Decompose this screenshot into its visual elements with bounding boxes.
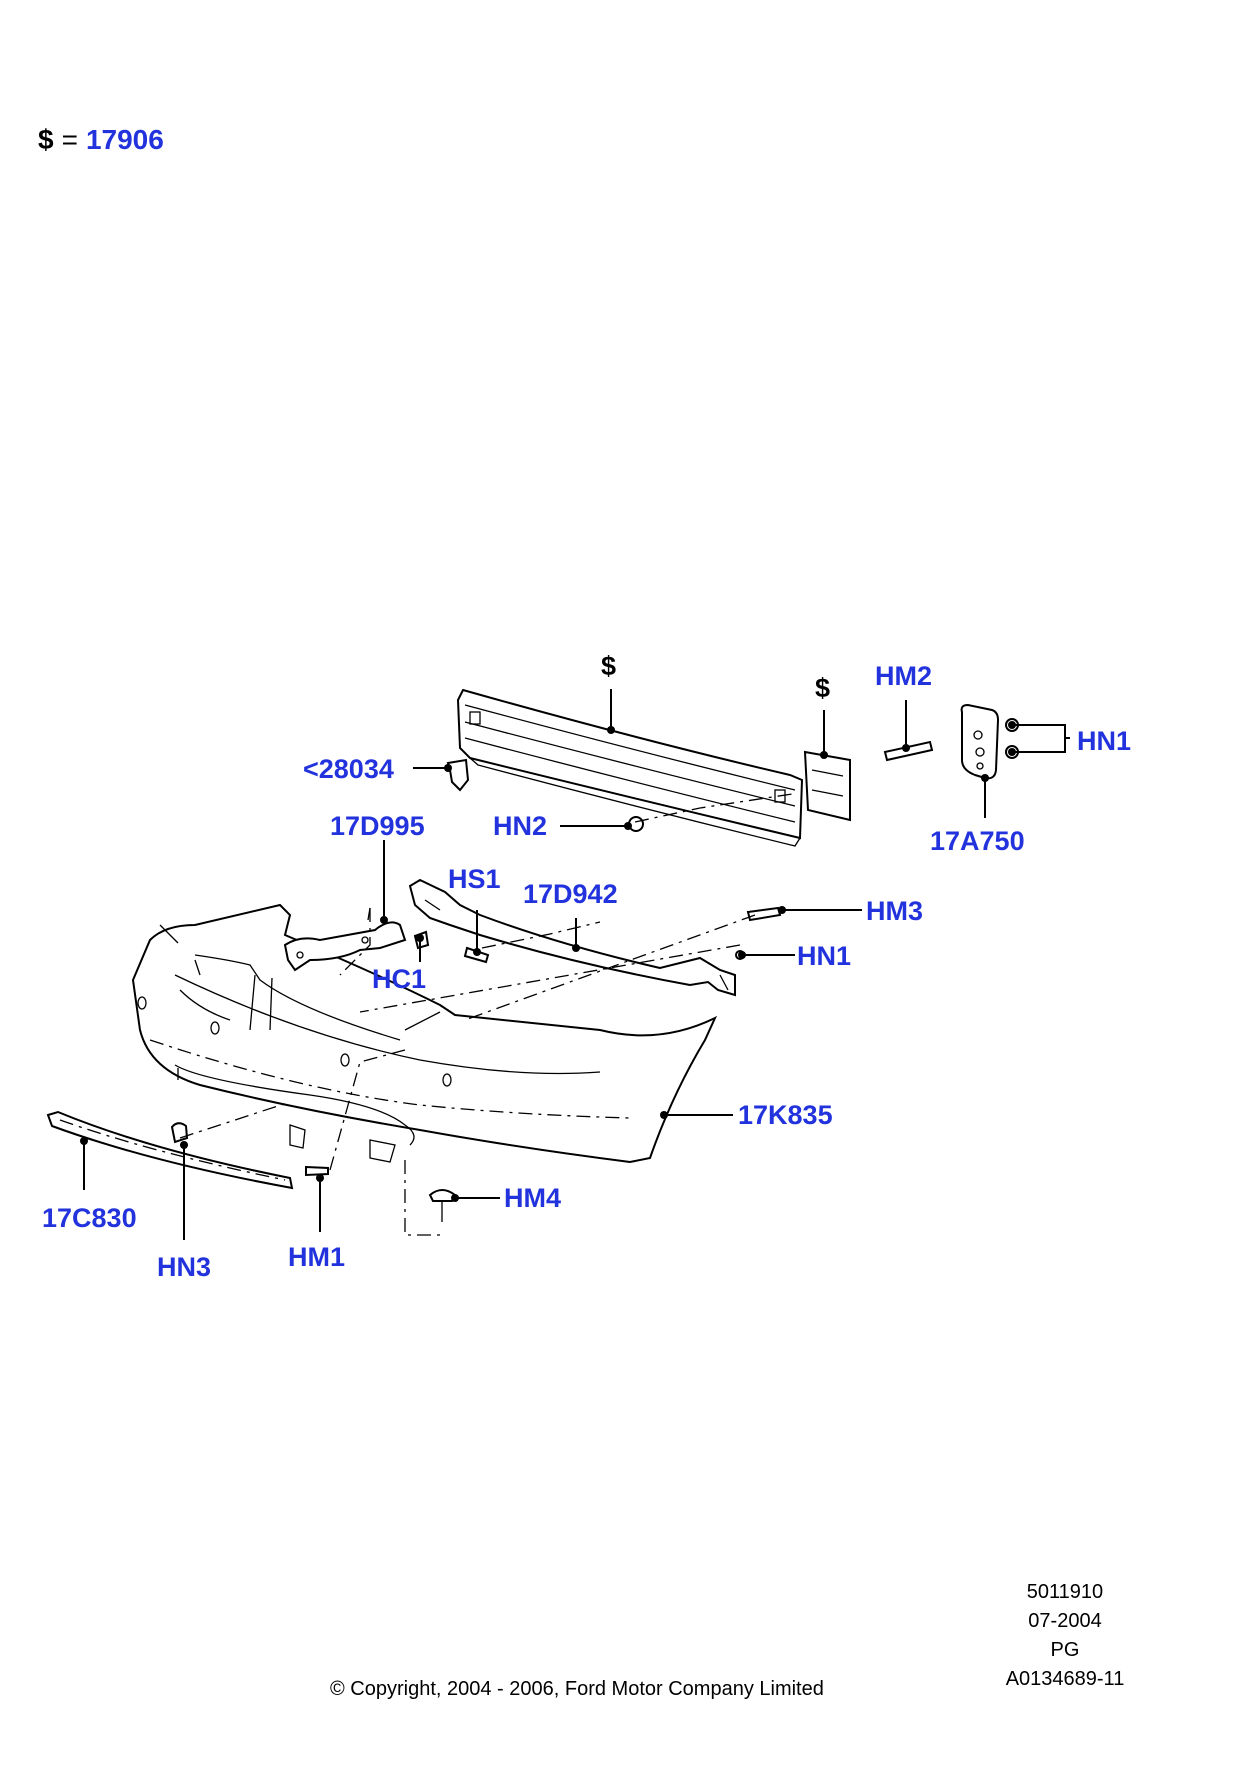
legend-symbol: $ — [38, 124, 54, 155]
screw-hm4 — [428, 1189, 457, 1222]
bumper-reinforcement-beam — [456, 688, 804, 847]
label-17d942[interactable]: 17D942 — [523, 879, 618, 909]
trim-strip-17c830 — [46, 1110, 294, 1190]
label-28034[interactable]: <28034 — [303, 754, 394, 784]
drawing-code: PG — [1050, 1639, 1080, 1661]
label-17a750[interactable]: 17A750 — [930, 826, 1025, 856]
label-hn2[interactable]: HN2 — [493, 811, 547, 841]
label-hm1[interactable]: HM1 — [288, 1242, 345, 1272]
bracket-17d942 — [408, 878, 736, 997]
legend-equals: = — [61, 124, 78, 155]
label-hn1-top[interactable]: HN1 — [1077, 726, 1131, 756]
legend-code[interactable]: 17906 — [85, 124, 164, 155]
copyright-notice: © Copyright, 2004 - 2006, Ford Motor Com… — [330, 1678, 824, 1700]
label-hm3[interactable]: HM3 — [866, 896, 923, 926]
label-dollar-top: $ — [601, 651, 616, 681]
drawing-reference: A0134689-11 — [1005, 1668, 1125, 1690]
label-hn1-mid[interactable]: HN1 — [797, 941, 851, 971]
clip-hn3 — [170, 1122, 189, 1144]
beam-side-bracket — [803, 750, 851, 822]
bracket-17d995 — [283, 921, 407, 972]
label-hm4[interactable]: HM4 — [504, 1183, 561, 1213]
clip-28034 — [446, 758, 470, 792]
drawing-number: 5011910 — [1026, 1581, 1104, 1603]
label-17d995[interactable]: 17D995 — [330, 811, 425, 841]
label-hn3[interactable]: HN3 — [157, 1252, 211, 1282]
screw-hm3 — [746, 906, 782, 922]
label-17k835[interactable]: 17K835 — [738, 1100, 833, 1130]
label-17c830[interactable]: 17C830 — [42, 1203, 137, 1233]
drawing-date: 07-2004 — [1028, 1610, 1102, 1632]
rear-bracket-17a750 — [960, 703, 1000, 780]
label-dollar-right: $ — [815, 673, 830, 703]
label-hc1[interactable]: HC1 — [372, 964, 426, 994]
label-hs1[interactable]: HS1 — [448, 864, 501, 894]
legend: $=17906 — [38, 124, 164, 156]
drawing-info-block: 5011910 07-2004 PG A0134689-11 — [990, 1578, 1140, 1694]
stud-hm1 — [305, 1165, 329, 1177]
label-hm2[interactable]: HM2 — [875, 661, 932, 691]
